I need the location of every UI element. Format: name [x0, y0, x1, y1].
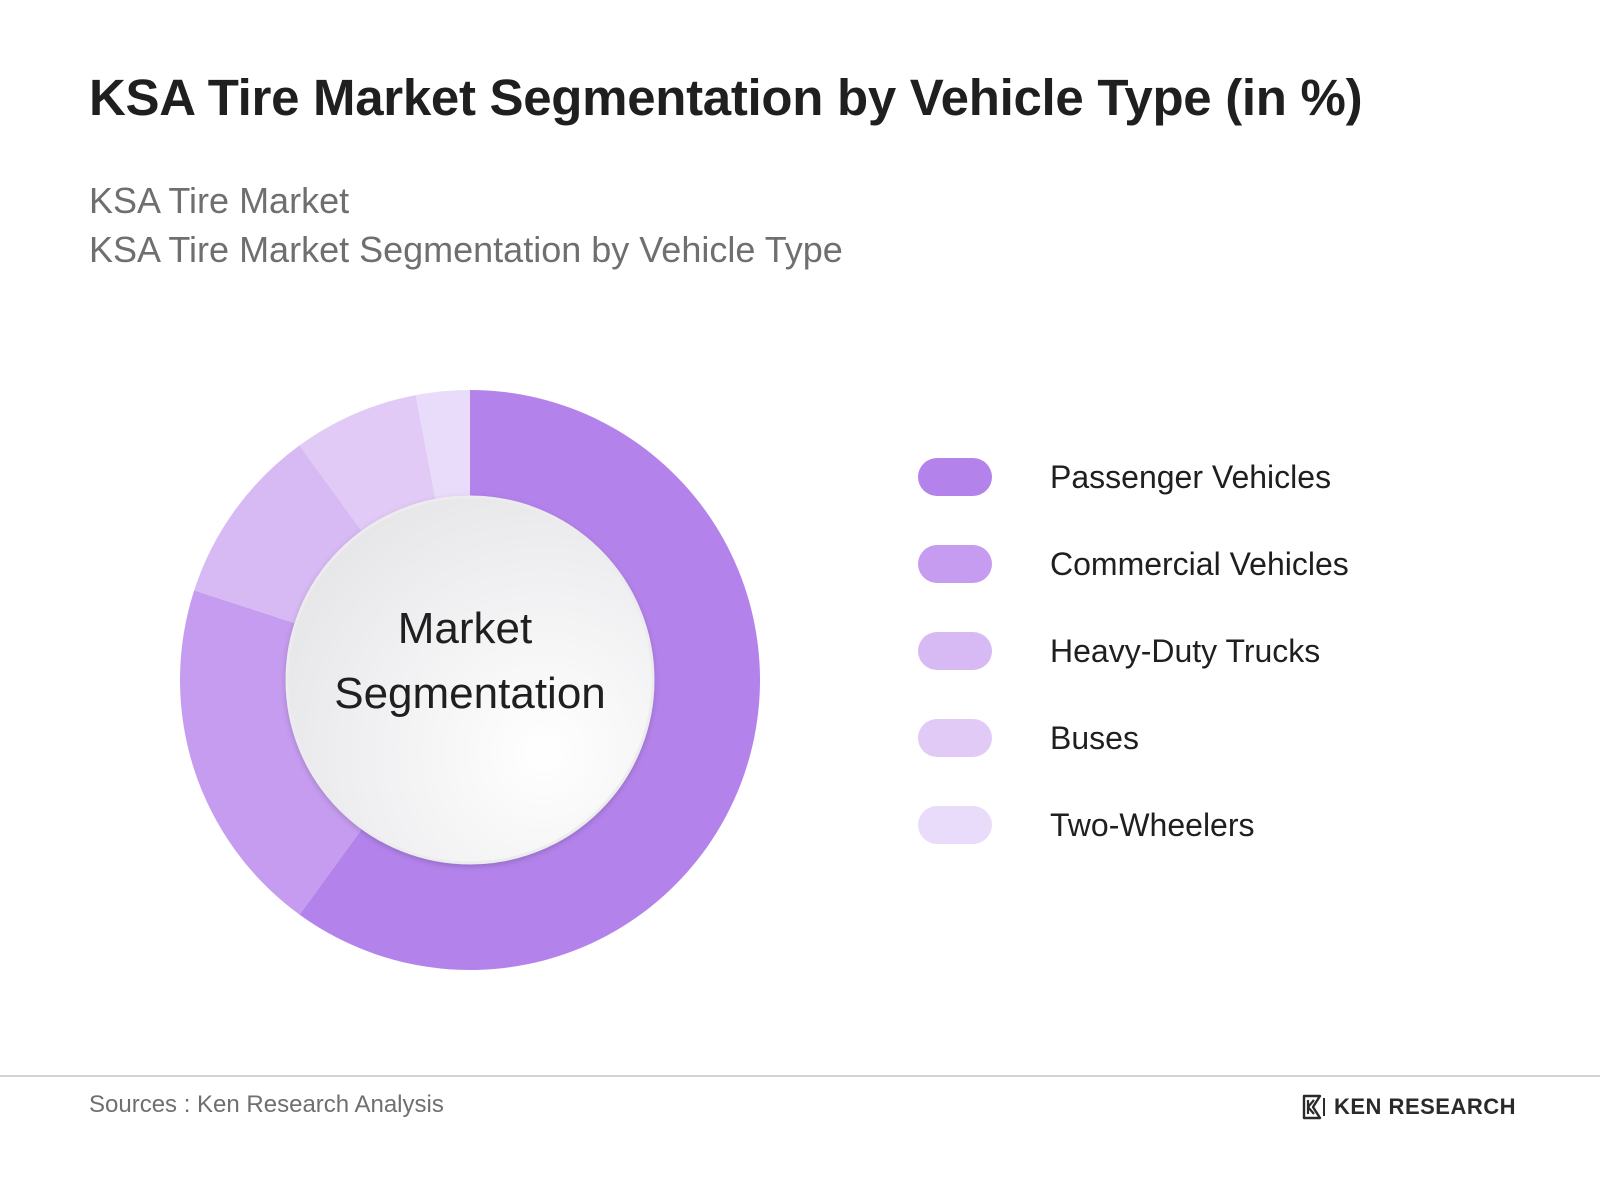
legend-swatch: [918, 719, 992, 757]
center-label-line-2: Segmentation: [334, 669, 606, 718]
subtitle-line-2: KSA Tire Market Segmentation by Vehicle …: [89, 229, 843, 270]
chart-subtitle: KSA Tire Market KSA Tire Market Segmenta…: [89, 176, 843, 274]
ken-research-logo-icon: [1302, 1094, 1325, 1120]
donut-chart: Market Segmentation: [179, 390, 760, 970]
legend-item: Commercial Vehicles: [918, 545, 1349, 632]
legend-label: Heavy-Duty Trucks: [1050, 633, 1321, 669]
legend-swatch: [918, 806, 992, 844]
donut-center: [285, 495, 655, 865]
legend: Passenger Vehicles Commercial Vehicles H…: [918, 458, 1349, 893]
legend-item: Buses: [918, 719, 1349, 806]
legend-item: Passenger Vehicles: [918, 458, 1349, 545]
legend-label: Buses: [1050, 720, 1139, 756]
legend-label: Commercial Vehicles: [1050, 546, 1349, 582]
chart-title: KSA Tire Market Segmentation by Vehicle …: [89, 69, 1363, 126]
legend-swatch: [918, 458, 992, 496]
legend-label: Two-Wheelers: [1050, 807, 1255, 843]
source-note: Sources : Ken Research Analysis: [89, 1091, 444, 1118]
center-label-line-1: Market: [398, 604, 532, 653]
legend-item: Heavy-Duty Trucks: [918, 632, 1349, 719]
legend-item: Two-Wheelers: [918, 806, 1349, 893]
brand-name: KEN RESEARCH: [1334, 1094, 1517, 1119]
footer-divider: [0, 1075, 1600, 1077]
subtitle-line-1: KSA Tire Market: [89, 180, 350, 221]
legend-label: Passenger Vehicles: [1050, 459, 1332, 495]
brand-logo: KEN RESEARCH: [1300, 1094, 1516, 1120]
legend-swatch: [918, 632, 992, 670]
legend-swatch: [918, 545, 992, 583]
